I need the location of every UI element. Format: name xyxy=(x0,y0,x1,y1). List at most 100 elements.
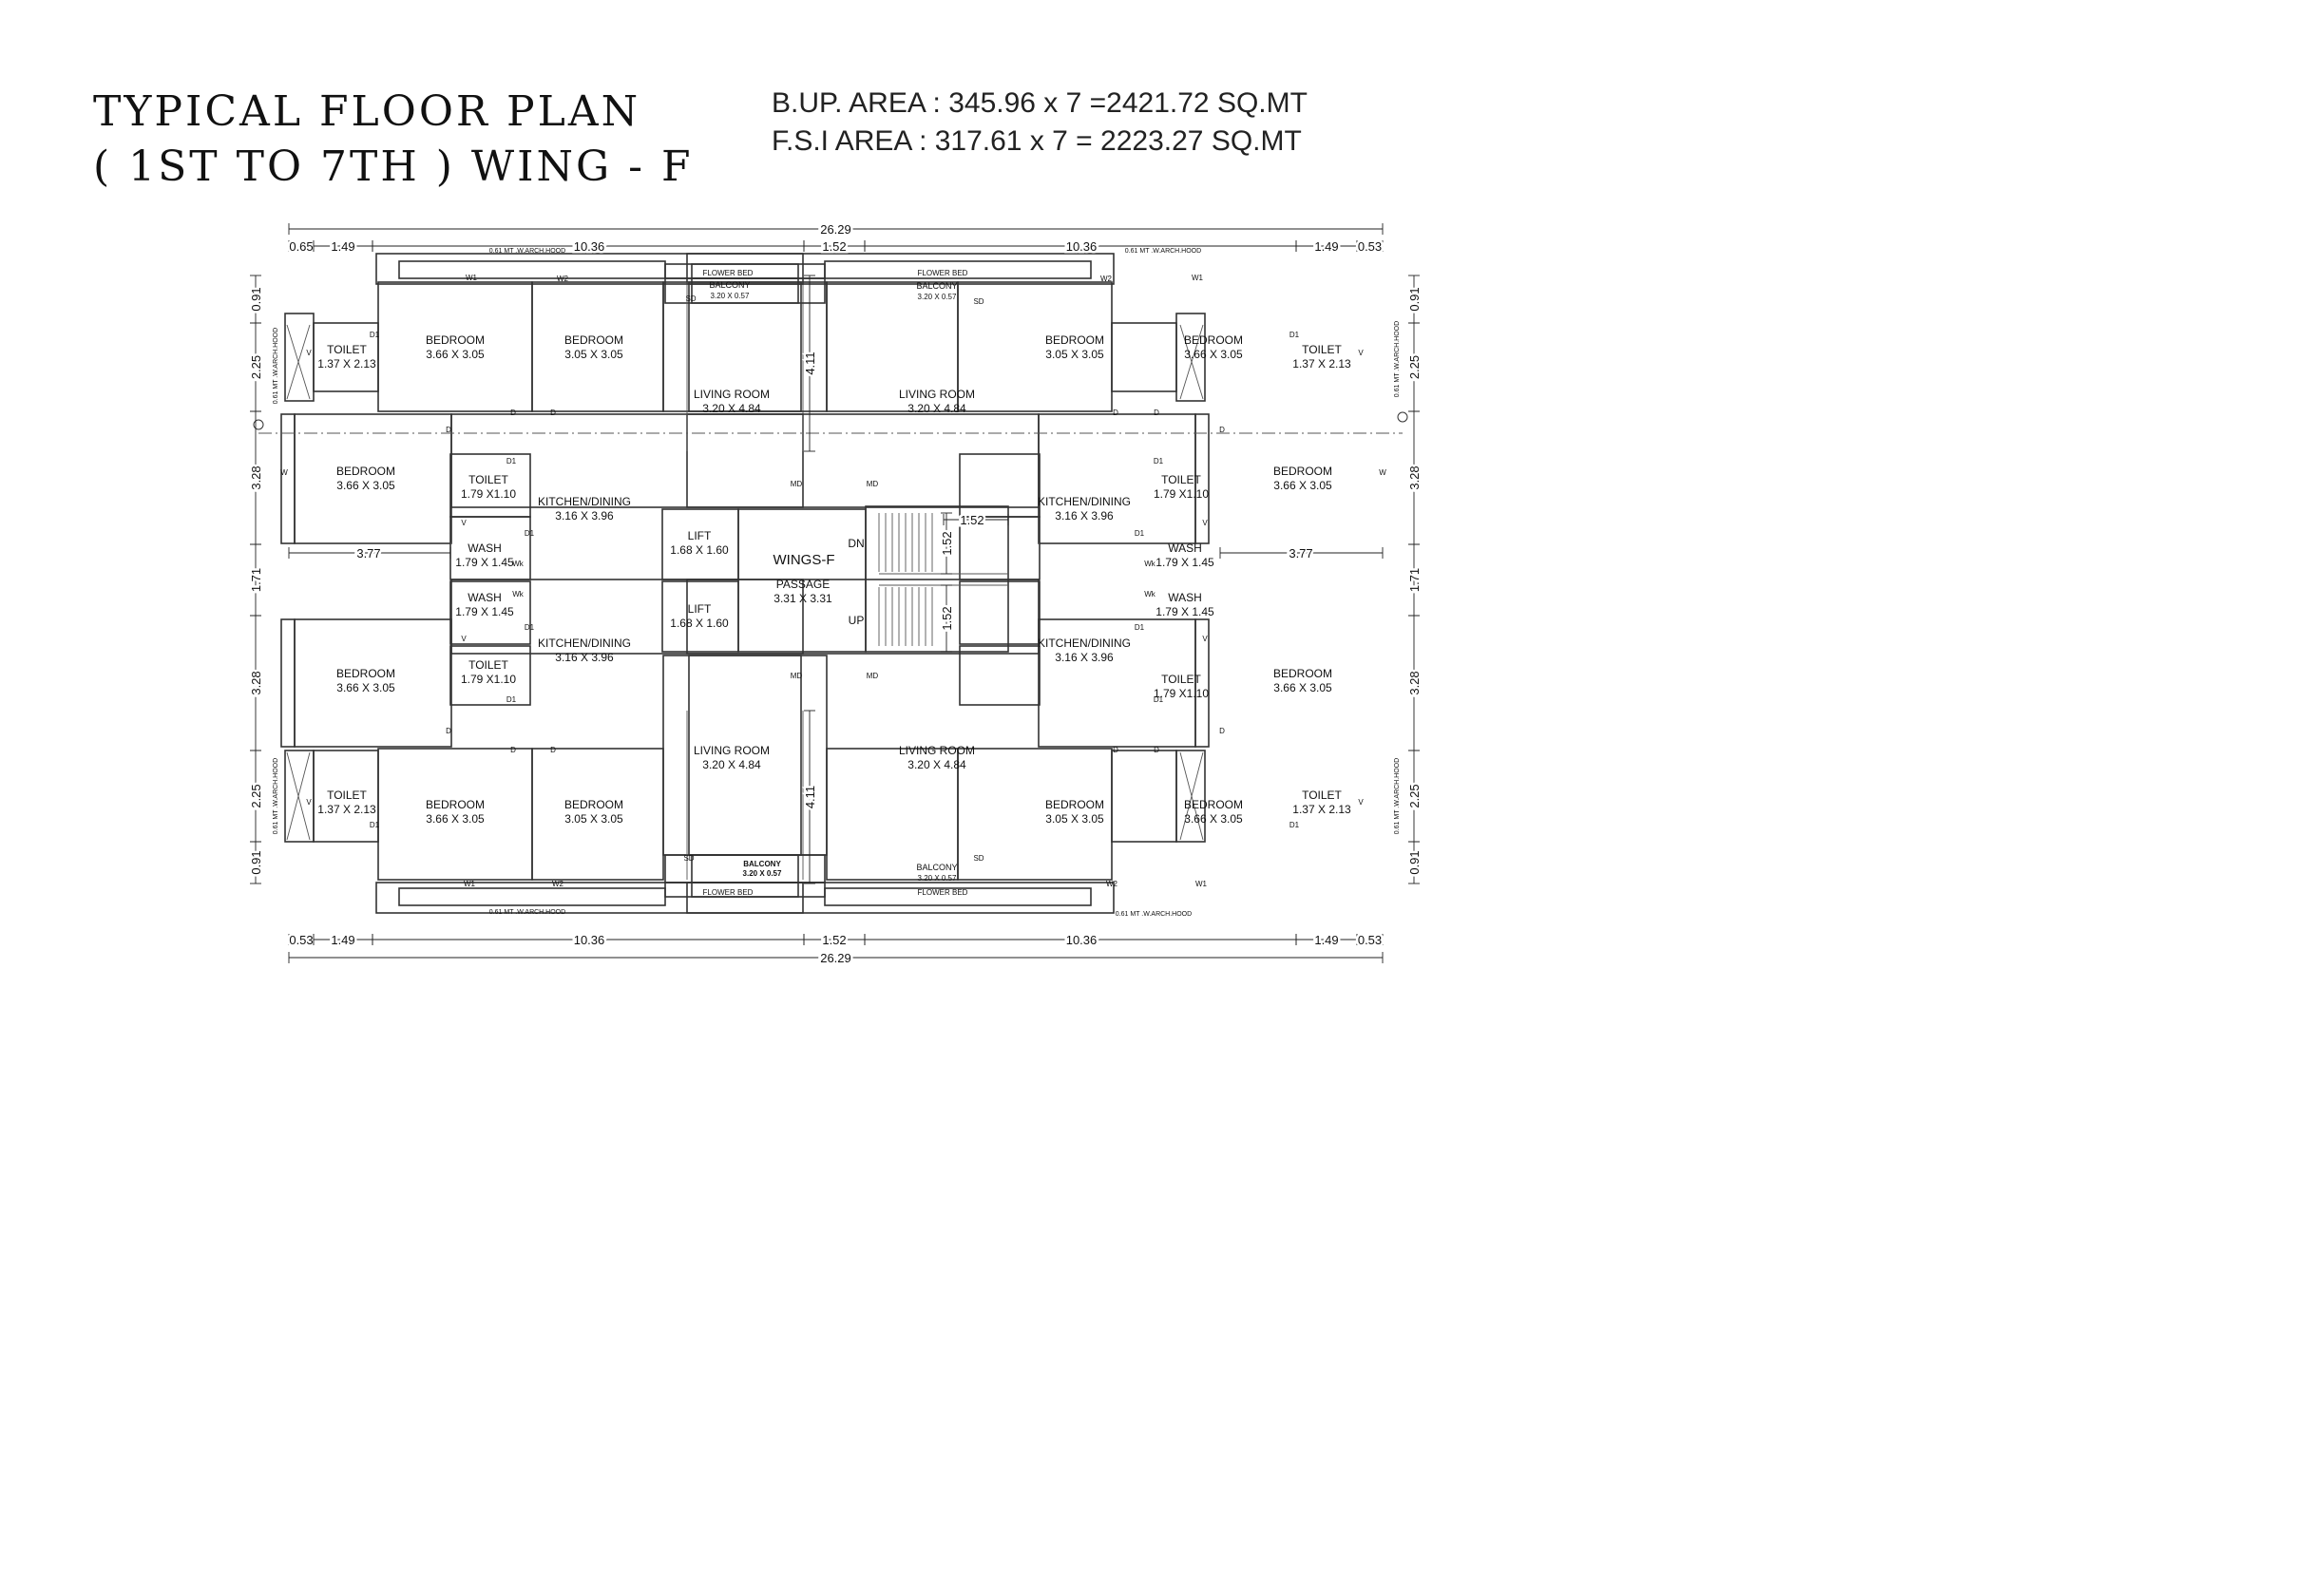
bedroom-c-size: 3.66 X 3.05 xyxy=(336,681,395,694)
dim-171-R-label: 1.71 xyxy=(1407,568,1422,592)
door-window-mark: D1 xyxy=(1135,529,1145,538)
lift-bot-size: 1.68 X 1.60 xyxy=(670,617,729,630)
toilet-a-title: TOILET xyxy=(327,343,367,356)
living-title: LIVING ROOM xyxy=(694,388,770,401)
bedroom-b-title: BEDROOM xyxy=(564,798,623,811)
bedroom-b-title: BEDROOM xyxy=(564,333,623,347)
door-window-mark: D1 xyxy=(370,331,380,339)
toilet-small-bot xyxy=(959,645,1041,706)
r-bedroom-c-top-title: BEDROOM xyxy=(1273,465,1332,478)
duct-bot xyxy=(1175,750,1206,843)
stair xyxy=(865,505,1009,653)
door-window-mark: V xyxy=(306,349,312,357)
dim-core-bot-label: 1.52 xyxy=(822,933,846,947)
r-living-bot-title: LIVING ROOM xyxy=(899,744,975,757)
r-balcony-size-top: 3.20 X 0.57 xyxy=(918,293,957,301)
door-window-mark: D xyxy=(446,727,451,735)
door-window-mark: D xyxy=(550,746,556,754)
stair-dn: DN xyxy=(848,537,864,550)
dim-091-top-R-label: 0.91 xyxy=(1407,287,1422,311)
r-bedroom-b-bot-size: 3.05 X 3.05 xyxy=(1045,812,1104,826)
wash-bot xyxy=(959,580,1041,645)
r-flower-bed-top: FLOWER BED xyxy=(918,269,968,277)
duct-top xyxy=(284,313,315,402)
dim-328-bot-L-label: 3.28 xyxy=(249,671,263,694)
r-bedroom-a-top-title: BEDROOM xyxy=(1184,333,1243,347)
arch-hood-vertical: 0.61 MT .W.ARCH.HOOD xyxy=(1394,758,1401,834)
door-window-mark: Wk xyxy=(1144,590,1156,598)
r-balcony-size-bot: 3.20 X 0.57 xyxy=(918,874,957,883)
door-window-mark: D1 xyxy=(1289,821,1300,829)
door-window-mark: SD xyxy=(973,297,984,306)
door-window-mark: D xyxy=(1154,746,1159,754)
bedroom-a-size: 3.66 X 3.05 xyxy=(426,812,485,826)
door-window-mark: W1 xyxy=(464,880,476,888)
door-window-mark: D xyxy=(550,408,556,417)
door-window-mark: D1 xyxy=(1289,331,1300,339)
dim-side-br-label: 1.49 xyxy=(1314,933,1338,947)
door-window-mark: V xyxy=(461,519,467,527)
door-window-mark: MD xyxy=(791,672,803,680)
kitchen-size: 3.16 X 3.96 xyxy=(555,651,614,664)
dim-171-L-label: 1.71 xyxy=(249,568,263,592)
door-window-mark: V xyxy=(1202,635,1208,643)
door-window-mark: D xyxy=(1154,408,1159,417)
r-flower-bed-bot: FLOWER BED xyxy=(918,888,968,897)
door-window-mark: W xyxy=(280,468,288,477)
arch-hood-vertical: 0.61 MT .W.ARCH.HOOD xyxy=(273,758,279,834)
kitchen-bot xyxy=(450,579,804,655)
arch-hood-vertical: 0.61 MT .W.ARCH.HOOD xyxy=(273,328,279,404)
dim-stair-h-label: 1.52 xyxy=(960,513,984,527)
r-bedroom-b-top-title: BEDROOM xyxy=(1045,333,1104,347)
toilet-b-title: TOILET xyxy=(468,658,508,672)
duct-cross xyxy=(286,324,311,400)
lift-bot-title: LIFT xyxy=(688,602,712,616)
r-living-top-size: 3.20 X 4.84 xyxy=(907,402,966,415)
wash-bot xyxy=(449,580,531,645)
dim-wing-br-label: 10.36 xyxy=(1066,933,1098,947)
door-window-mark: Wk xyxy=(512,590,525,598)
door-window-mark: D1 xyxy=(506,695,517,704)
door-window-mark: W1 xyxy=(1192,274,1204,282)
r-toilet-a-top-size: 1.37 X 2.13 xyxy=(1292,357,1351,370)
duct-cross xyxy=(286,751,311,841)
arch-hood-top xyxy=(375,253,804,285)
living-size: 3.20 X 4.84 xyxy=(702,758,761,771)
r-wash-bot-size: 1.79 X 1.45 xyxy=(1156,605,1214,618)
dim-225-bot-L-label: 2.25 xyxy=(249,784,263,808)
flower-bed: FLOWER BED xyxy=(703,888,754,897)
r-bedroom-c-top-size: 3.66 X 3.05 xyxy=(1273,479,1332,492)
r-kitchen-top-title: KITCHEN/DINING xyxy=(1038,495,1131,508)
balcony-bot-title: BALCONY xyxy=(743,860,781,868)
lift-top-size: 1.68 X 1.60 xyxy=(670,543,729,557)
wash-size: 1.79 X 1.45 xyxy=(455,605,514,618)
door-window-mark: MD xyxy=(867,672,879,680)
door-window-mark: D1 xyxy=(525,623,535,632)
door-window-mark: V xyxy=(306,798,312,807)
r-kitchen-bot-title: KITCHEN/DINING xyxy=(1038,636,1131,650)
duct-bot xyxy=(284,750,315,843)
dim-328-bot-R-label: 3.28 xyxy=(1407,671,1422,694)
living-title: LIVING ROOM xyxy=(694,744,770,757)
passage-size: 3.31 X 3.31 xyxy=(774,592,832,605)
r-toilet-b-top-size: 1.79 X1.10 xyxy=(1154,487,1209,501)
bedroom-a-title: BEDROOM xyxy=(426,798,485,811)
door-window-mark: D1 xyxy=(1154,695,1164,704)
dim-225-top-L-label: 2.25 xyxy=(249,355,263,379)
flower-bed: FLOWER BED xyxy=(703,269,754,277)
door-window-mark: V xyxy=(1358,349,1364,357)
door-window-mark: D1 xyxy=(1154,457,1164,466)
dim-225-top-R-label: 2.25 xyxy=(1407,355,1422,379)
bedroom-b-size: 3.05 X 3.05 xyxy=(564,812,623,826)
dim-091-bot-L-label: 0.91 xyxy=(249,850,263,874)
r-kitchen-top-size: 3.16 X 3.96 xyxy=(1055,509,1114,522)
r-balcony-title-top: BALCONY xyxy=(916,281,957,291)
arch-hood-bot xyxy=(375,882,804,914)
walls xyxy=(253,253,1408,914)
bedroom-c-title: BEDROOM xyxy=(336,465,395,478)
passage-title: PASSAGE xyxy=(776,578,830,591)
dim-377-right-label: 3.77 xyxy=(1289,546,1312,560)
r-living-bot-size: 3.20 X 4.84 xyxy=(907,758,966,771)
door-window-mark: MD xyxy=(791,480,803,488)
